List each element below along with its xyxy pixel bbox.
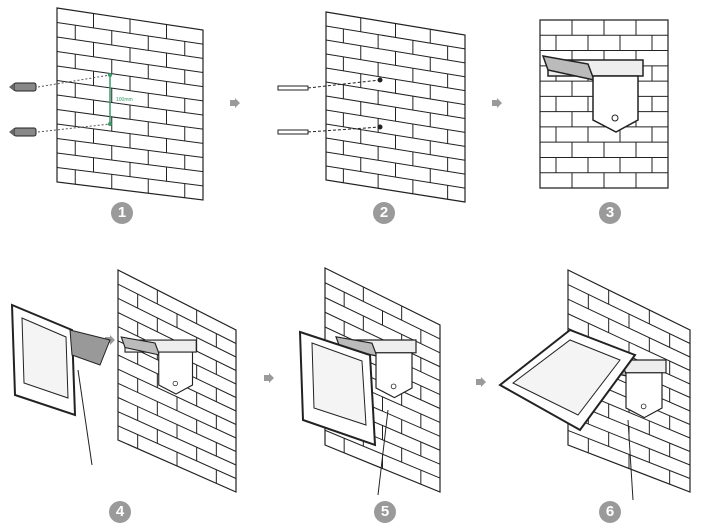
step-badge-5: 5 [374,501,396,523]
drill-hole [377,124,383,130]
mounting-bracket [335,336,417,399]
bracket-plate [158,351,194,395]
leader-line [627,419,634,501]
screw-icon [277,129,309,135]
bracket-hole [611,114,619,122]
bracket-hole [640,403,647,410]
guide-line [307,79,381,89]
drill-hole [108,122,112,126]
guide-line [37,123,111,133]
brick-wall-1 [56,7,204,201]
mounting-bracket [120,336,197,395]
anchor-body [13,127,37,137]
bracket-hole [172,380,178,387]
monitor-screen [311,342,367,426]
mortar-line [325,39,466,64]
leader-line [77,369,93,466]
mortar-line [56,22,204,45]
bracket-plate [625,372,663,419]
leader-line [377,409,389,496]
monitor-screen [21,317,69,399]
bracket-plate [375,352,413,399]
drill-hole [377,77,383,83]
monitor-step-4 [10,303,77,417]
step-badge-4: 4 [109,501,131,523]
step-badge-6: 6 [599,501,621,523]
next-step-arrow [476,377,486,387]
monitor-screen [512,339,621,416]
monitor-step-5 [298,330,377,447]
monitor-step-6 [498,328,637,432]
screw-icon [277,85,309,91]
guide-line [307,126,381,133]
mortar-line [56,123,204,144]
next-step-arrow [492,98,502,108]
drill-hole [108,73,112,77]
mortar-line [325,81,466,106]
monitor-back-bracket [69,329,111,366]
wall-anchor-icon [9,127,37,137]
step-badge-2: 2 [373,202,395,224]
next-step-arrow [230,98,240,108]
wall-anchor-icon [9,82,37,92]
step-badge-3: 3 [599,202,621,224]
step-badge-1: 1 [111,202,133,224]
anchor-tip [9,83,14,91]
bracket-hole [390,383,397,390]
anchor-tip [9,128,14,136]
mortar-line [56,65,204,88]
mortar-line [325,25,466,50]
bracket-plate [592,75,639,133]
anchor-body [13,82,37,92]
mortar-line [325,67,466,92]
next-step-arrow [264,373,274,383]
mortar-line [56,80,204,102]
dimension-label: 100mm [116,97,133,103]
brick-wall-2 [325,11,466,203]
mortar-line [325,123,466,147]
mortar-line [56,36,204,59]
mounting-bracket [541,55,644,133]
guide-line [37,74,111,88]
